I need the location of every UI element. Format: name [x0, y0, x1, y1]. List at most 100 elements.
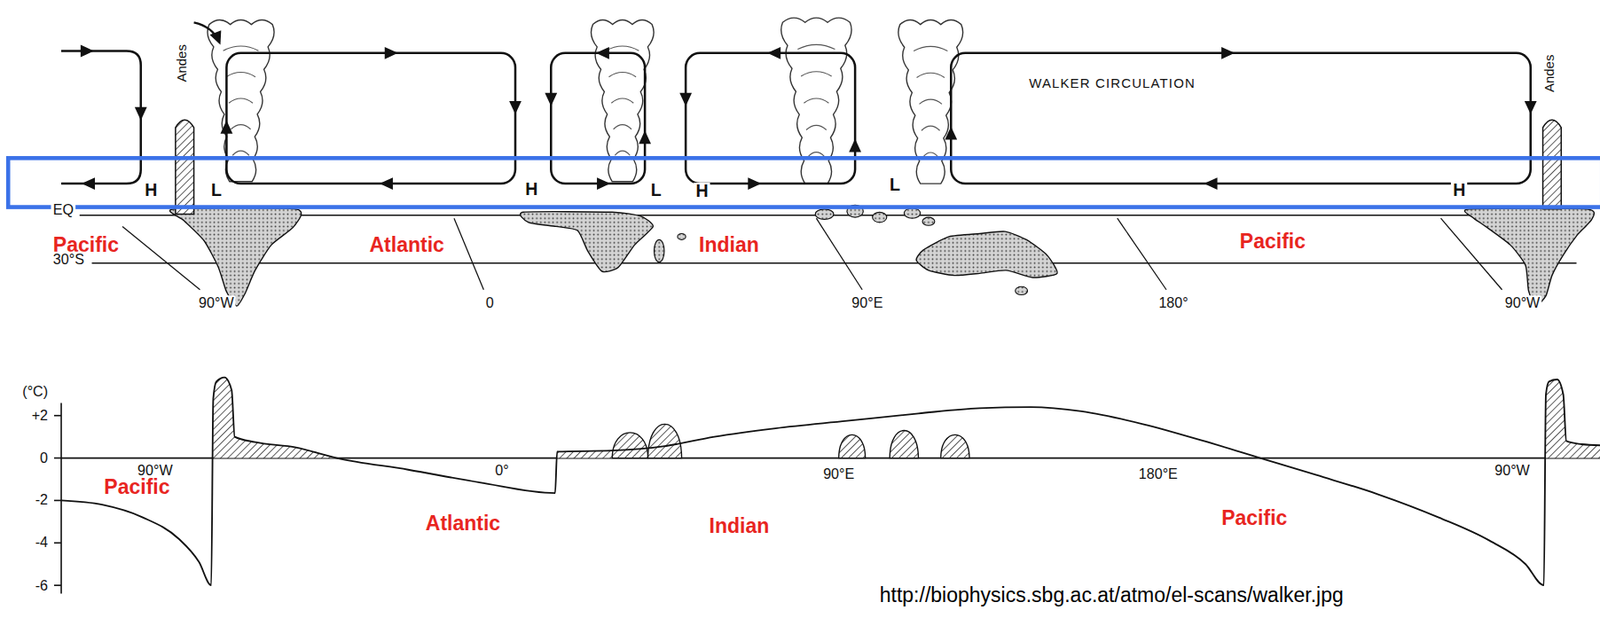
cloud-detail [803, 98, 829, 103]
flow-arrowhead [767, 47, 781, 60]
circulation-cell [950, 53, 1530, 184]
meridian-line [122, 226, 200, 290]
circulation-cell [61, 51, 142, 185]
cloud-detail [917, 72, 945, 78]
y-tick [54, 541, 62, 544]
y-tick [54, 500, 62, 502]
island-shape [1015, 286, 1028, 295]
continent-shape [520, 211, 654, 273]
figure-label: 180° [1156, 295, 1191, 311]
warm-anomaly-hump [941, 434, 970, 458]
figure-label: 30°S [51, 251, 87, 267]
ocean-label: Indian [697, 234, 761, 256]
sst-anomaly-chart [54, 377, 1600, 595]
y-tick [54, 415, 62, 417]
island-shape [677, 233, 686, 240]
figure-label: http://biophysics.sbg.ac.at/atmo/el-scan… [877, 585, 1346, 607]
figure-label: 180°E [1136, 467, 1180, 483]
y-axis [60, 402, 63, 594]
cloud-detail [226, 71, 256, 77]
flow-arrowhead [596, 47, 610, 60]
figure-label: -4 [32, 535, 50, 551]
flow-arrowhead [638, 130, 651, 144]
flow-arrowhead [747, 177, 761, 190]
ocean-label: Indian [706, 516, 771, 538]
flow-arrowhead [384, 47, 399, 60]
figure-label: +2 [29, 407, 50, 424]
flow-arrowhead [134, 107, 148, 121]
figure-label: 90°W [1492, 462, 1532, 479]
figure-label: EQ [51, 203, 77, 219]
cloud-detail [797, 44, 835, 49]
island-shape [872, 211, 887, 223]
figure-label: Andes [174, 42, 189, 85]
continent-shape [170, 208, 302, 307]
highlight-box [7, 157, 1600, 207]
cloud-detail [611, 98, 634, 103]
cloud-detail [806, 125, 827, 130]
flow-arrowhead [679, 93, 692, 107]
y-tick [54, 584, 62, 587]
circulation-cell [226, 53, 516, 184]
flow-arrowhead [1524, 101, 1538, 115]
island-shape [903, 208, 920, 220]
figure-label: 0 [38, 450, 51, 466]
meridian-line [815, 218, 863, 291]
latitude-30s-line [92, 262, 1577, 264]
cloud-detail [800, 71, 832, 77]
pressure-label: L [648, 181, 664, 201]
warm-anomaly-hump [648, 423, 683, 458]
warm-anomaly-hump [889, 431, 918, 459]
cloud-detail [223, 46, 259, 51]
figure-label: (°C) [20, 384, 50, 400]
meridian-line [454, 218, 484, 291]
cloud-detail [232, 150, 250, 156]
flow-arrowhead [81, 177, 95, 190]
cloud-detail [613, 125, 632, 130]
figure-label: -2 [32, 492, 50, 508]
cloud-detail [913, 46, 948, 51]
ocean-label: Atlantic [367, 234, 447, 256]
circulation-cell [685, 53, 855, 184]
map-strip [79, 119, 1595, 306]
circulation-cell [550, 53, 645, 184]
island-shape [653, 239, 665, 262]
figure-label: 0° [493, 462, 511, 479]
flow-arrowhead [509, 101, 522, 115]
meridian-line [1117, 218, 1167, 291]
continent-shape [1464, 208, 1594, 306]
cloud-detail [605, 46, 639, 51]
figure-label: 90°W [196, 295, 236, 311]
warm-anomaly-hump [839, 434, 866, 458]
figure-label: Andes [1543, 52, 1558, 95]
cloud-detail [614, 150, 630, 156]
ocean-label: Pacific [1238, 231, 1309, 253]
warm-anomaly-hump [611, 432, 648, 459]
andes-ridge [1543, 119, 1562, 210]
figure-label: 90°E [821, 467, 857, 483]
pressure-label: H [142, 181, 160, 201]
cloud-detail [921, 125, 941, 131]
flow-arrowhead [848, 138, 862, 152]
flow-arrowhead [80, 45, 95, 58]
cloud-detail [228, 98, 253, 103]
flow-arrowhead [379, 177, 393, 190]
cloud-detail [919, 99, 942, 104]
ocean-label: Pacific [101, 477, 173, 499]
figure-label: -6 [32, 578, 50, 594]
continent-shape [916, 231, 1058, 278]
andes-ridge [175, 119, 195, 214]
flow-arrowhead [1204, 177, 1218, 190]
figure-label: 0 [483, 295, 496, 311]
figure-label: 90°W [135, 462, 175, 479]
ocean-label: Pacific [1219, 507, 1290, 529]
pressure-label: H [693, 182, 711, 202]
flow-arrowhead [544, 93, 557, 107]
sst-anomaly-curve [61, 377, 1600, 587]
warm-anomaly-hatch [1545, 379, 1600, 459]
y-tick [54, 457, 62, 460]
cloud-detail [807, 152, 825, 157]
